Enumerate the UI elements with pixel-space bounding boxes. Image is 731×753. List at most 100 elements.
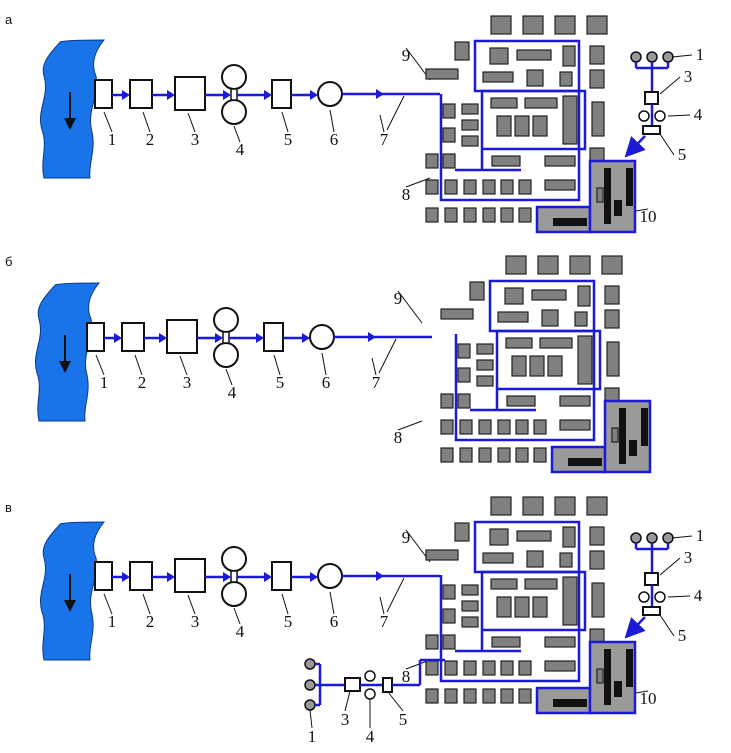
- label-bottom-1: 3: [341, 710, 350, 729]
- intake-structure: [86, 322, 105, 352]
- industrial-building: [553, 218, 587, 226]
- leader-line: [233, 607, 241, 625]
- flow-arrow-icon: [122, 572, 130, 582]
- flow-arrow-icon: [368, 332, 376, 342]
- industrial-building: [604, 168, 611, 224]
- building: [539, 337, 573, 349]
- building: [444, 688, 458, 704]
- label-right-0: 1: [696, 45, 705, 64]
- industrial-building: [641, 408, 648, 446]
- district-outline: [480, 570, 587, 632]
- leader-line: [134, 354, 143, 376]
- building: [518, 207, 532, 223]
- pump-station-1: [129, 79, 153, 109]
- industrial-building: [553, 699, 587, 707]
- building: [425, 660, 439, 676]
- building: [544, 155, 576, 167]
- building: [444, 660, 458, 676]
- flow-arrow-icon: [310, 90, 318, 100]
- building: [514, 115, 530, 137]
- building: [440, 447, 454, 463]
- leader-line: [179, 355, 188, 376]
- flow-arrow-icon: [376, 571, 384, 581]
- industrial-building: [614, 200, 622, 216]
- building: [559, 395, 591, 407]
- building: [522, 15, 544, 35]
- building: [490, 15, 512, 35]
- building: [482, 660, 496, 676]
- pump-station-1: [121, 322, 145, 352]
- building: [461, 584, 479, 596]
- building: [490, 97, 518, 109]
- river: [40, 39, 106, 179]
- building: [577, 335, 593, 385]
- building: [482, 552, 514, 564]
- well-icon: [630, 51, 642, 63]
- river-arrow-icon: [64, 118, 76, 130]
- treatment-plant: [174, 558, 206, 593]
- building: [559, 71, 573, 87]
- label-right-2: 4: [694, 586, 703, 605]
- building: [518, 688, 532, 704]
- building: [482, 71, 514, 83]
- building: [531, 289, 567, 301]
- district-outline: [495, 329, 602, 391]
- label-right-0: 1: [696, 526, 705, 545]
- industrial-building: [604, 649, 611, 705]
- building: [554, 496, 576, 516]
- building: [511, 355, 527, 377]
- building: [457, 393, 471, 409]
- building: [518, 179, 532, 195]
- reservoir-circle: [213, 307, 239, 333]
- leader-line: [142, 593, 151, 615]
- leader-line: [187, 112, 196, 133]
- building: [515, 419, 529, 435]
- building: [482, 688, 496, 704]
- building: [482, 207, 496, 223]
- label-7: 7: [380, 612, 389, 631]
- river-arrow-icon: [59, 361, 71, 373]
- reservoir-circle: [638, 591, 650, 603]
- building: [515, 447, 529, 463]
- building: [562, 95, 578, 145]
- flow-arrow-icon: [223, 90, 231, 100]
- flow-arrow-icon: [215, 333, 223, 343]
- building: [541, 309, 559, 327]
- leader-line: [397, 290, 423, 324]
- building: [476, 375, 494, 387]
- label-1: 1: [108, 612, 117, 631]
- leader-line: [187, 594, 196, 615]
- building: [425, 179, 439, 195]
- building: [476, 343, 494, 355]
- leader-line: [329, 591, 335, 615]
- building: [505, 337, 533, 349]
- reservoir-circle: [654, 591, 666, 603]
- leader-line: [344, 690, 351, 712]
- label-5: 5: [284, 130, 293, 149]
- building: [591, 101, 605, 137]
- building: [500, 688, 514, 704]
- building: [440, 308, 474, 320]
- leader-line: [667, 595, 691, 598]
- building: [604, 309, 620, 329]
- building: [577, 285, 591, 307]
- building: [461, 616, 479, 628]
- flow-arrow-icon: [122, 90, 130, 100]
- building: [544, 660, 576, 672]
- building: [589, 550, 605, 570]
- leader-line: [103, 593, 113, 615]
- pump-station: [382, 677, 393, 693]
- supply-pipe: [624, 135, 646, 158]
- leader-line: [371, 357, 377, 376]
- district-outline: [480, 89, 587, 151]
- building: [547, 355, 563, 377]
- industrial-building: [619, 408, 626, 464]
- building: [524, 578, 558, 590]
- label-9: 9: [402, 46, 411, 65]
- building: [544, 179, 576, 191]
- building: [532, 596, 548, 618]
- building: [469, 281, 485, 301]
- label-1: 1: [100, 373, 109, 392]
- well-icon: [304, 679, 316, 691]
